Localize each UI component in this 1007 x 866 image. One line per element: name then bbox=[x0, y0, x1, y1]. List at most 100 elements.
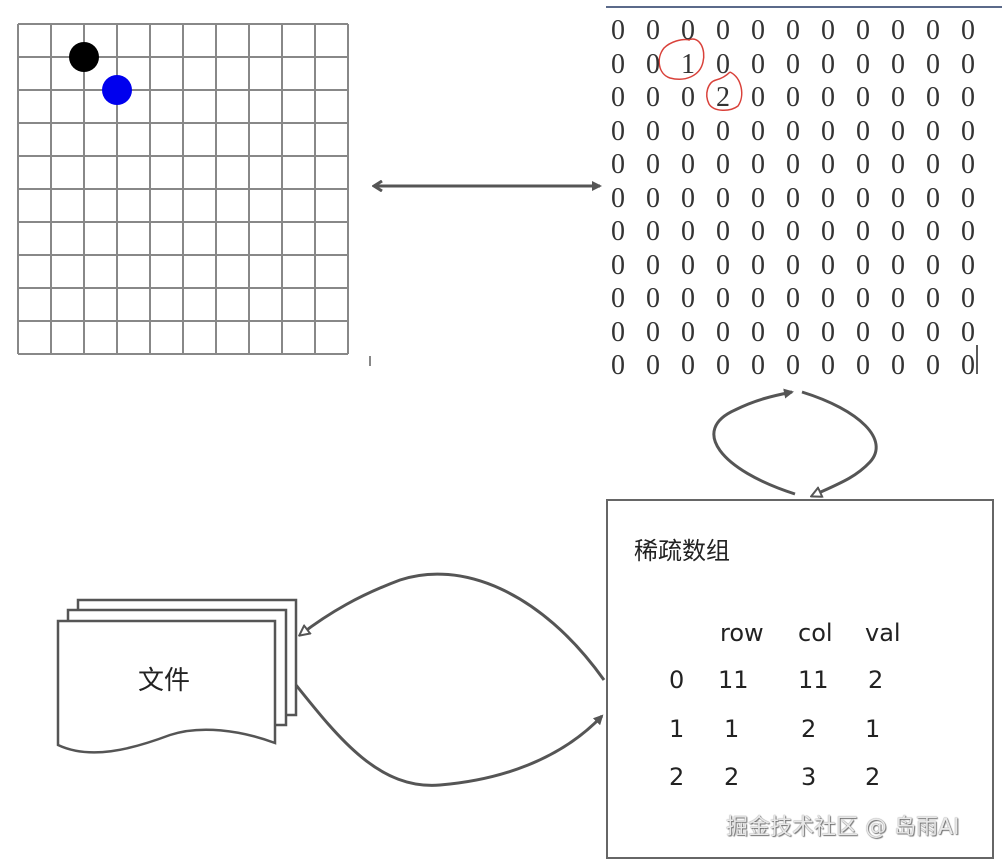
matrix-cell: 0 bbox=[751, 149, 765, 180]
matrix-cell: 0 bbox=[856, 149, 870, 180]
file-stack-icon bbox=[56, 598, 298, 754]
matrix-cell: 0 bbox=[961, 316, 975, 348]
matrix-cell: 0 bbox=[891, 182, 905, 214]
matrix-cell: 0 bbox=[611, 149, 625, 180]
matrix-cell: 0 bbox=[821, 249, 835, 281]
matrix-cell: 0 bbox=[681, 350, 695, 381]
matrix-cell: 0 bbox=[856, 48, 870, 80]
matrix-cell: 0 bbox=[681, 283, 695, 314]
matrix-cell: 0 bbox=[891, 149, 905, 180]
matrix-cell: 0 bbox=[926, 249, 940, 281]
matrix-cell: 0 bbox=[751, 15, 765, 46]
matrix-cell: 0 bbox=[821, 316, 835, 348]
matrix-cell: 0 bbox=[611, 350, 625, 381]
matrix-cell: 0 bbox=[611, 216, 625, 247]
matrix-cell: 0 bbox=[786, 82, 800, 113]
matrix-cell: 0 bbox=[681, 15, 695, 46]
matrix-cell: 1 bbox=[681, 48, 695, 80]
file-label: 文件 bbox=[138, 666, 191, 696]
matrix-cell: 0 bbox=[751, 316, 765, 348]
matrix-cell: 0 bbox=[926, 350, 940, 381]
blue-stone bbox=[102, 75, 132, 105]
matrix-cell: 0 bbox=[786, 15, 800, 46]
matrix-cell: 0 bbox=[926, 48, 940, 80]
matrix-cell: 0 bbox=[786, 350, 800, 381]
matrix-cell: 0 bbox=[716, 249, 730, 281]
matrix-cell: 0 bbox=[891, 216, 905, 247]
matrix-cell: 0 bbox=[611, 82, 625, 113]
matrix-cell: 0 bbox=[646, 149, 660, 180]
loop-arrow-to-sparse bbox=[801, 390, 878, 496]
matrix-cell: 0 bbox=[926, 149, 940, 180]
matrix-cell: 0 bbox=[821, 216, 835, 247]
matrix-cell: 0 bbox=[856, 115, 870, 147]
matrix-cell: 0 bbox=[891, 15, 905, 46]
matrix-cell: 0 bbox=[821, 283, 835, 314]
matrix-cell: 0 bbox=[751, 48, 765, 80]
matrix-cell: 0 bbox=[961, 115, 975, 147]
matrix-cell: 0 bbox=[961, 149, 975, 180]
matrix-cell: 0 bbox=[926, 316, 940, 348]
matrix-cell: 0 bbox=[611, 115, 625, 147]
cell-row: 11 bbox=[718, 666, 749, 694]
matrix-cell: 0 bbox=[681, 149, 695, 180]
header-col: col bbox=[798, 619, 833, 647]
matrix-cell: 0 bbox=[926, 216, 940, 247]
matrix-cell: 0 bbox=[891, 115, 905, 147]
matrix-cell: 0 bbox=[891, 316, 905, 348]
matrix-cell: 0 bbox=[716, 115, 730, 147]
matrix-cell: 0 bbox=[856, 350, 870, 381]
matrix-cell: 0 bbox=[646, 115, 660, 147]
matrix-cell: 0 bbox=[856, 182, 870, 214]
matrix-cell: 0 bbox=[821, 115, 835, 147]
matrix-cell: 0 bbox=[751, 350, 765, 381]
matrix-cell: 0 bbox=[646, 216, 660, 247]
cell-col: 11 bbox=[798, 666, 829, 694]
matrix-cell: 0 bbox=[786, 216, 800, 247]
loop-arrow-to-matrix bbox=[712, 388, 796, 496]
black-stone bbox=[69, 42, 99, 72]
cell-val: 2 bbox=[865, 763, 881, 791]
matrix-cell: 0 bbox=[716, 149, 730, 180]
cell-val: 1 bbox=[865, 715, 881, 743]
matrix-cell: 0 bbox=[716, 316, 730, 348]
matrix-cell: 0 bbox=[856, 283, 870, 314]
header-row: row bbox=[720, 619, 764, 647]
matrix-cell: 0 bbox=[821, 350, 835, 381]
matrix-cell: 0 bbox=[751, 283, 765, 314]
matrix-cell: 0 bbox=[681, 115, 695, 147]
matrix-cell: 0 bbox=[681, 216, 695, 247]
matrix-cell: 0 bbox=[716, 15, 730, 46]
matrix-cell: 0 bbox=[856, 316, 870, 348]
matrix-cell: 0 bbox=[926, 182, 940, 214]
top-border bbox=[606, 6, 1002, 8]
matrix-cell: 0 bbox=[716, 283, 730, 314]
matrix-cell: 0 bbox=[786, 48, 800, 80]
matrix-cell: 0 bbox=[856, 216, 870, 247]
header-val: val bbox=[865, 619, 901, 647]
row-index: 0 bbox=[669, 666, 685, 694]
matrix-cell: 0 bbox=[891, 82, 905, 113]
matrix-cell: 0 bbox=[751, 249, 765, 281]
matrix-cell: 0 bbox=[751, 216, 765, 247]
matrix-cell: 0 bbox=[611, 283, 625, 314]
matrix-cell: 0 bbox=[681, 82, 695, 113]
sparse-array-title: 稀疏数组 bbox=[634, 537, 730, 565]
matrix-cell: 0 bbox=[716, 350, 730, 381]
matrix-cell: 0 bbox=[681, 249, 695, 281]
matrix-cell: 0 bbox=[961, 48, 975, 80]
matrix-cell: 0 bbox=[821, 82, 835, 113]
matrix-cell: 0 bbox=[961, 216, 975, 247]
